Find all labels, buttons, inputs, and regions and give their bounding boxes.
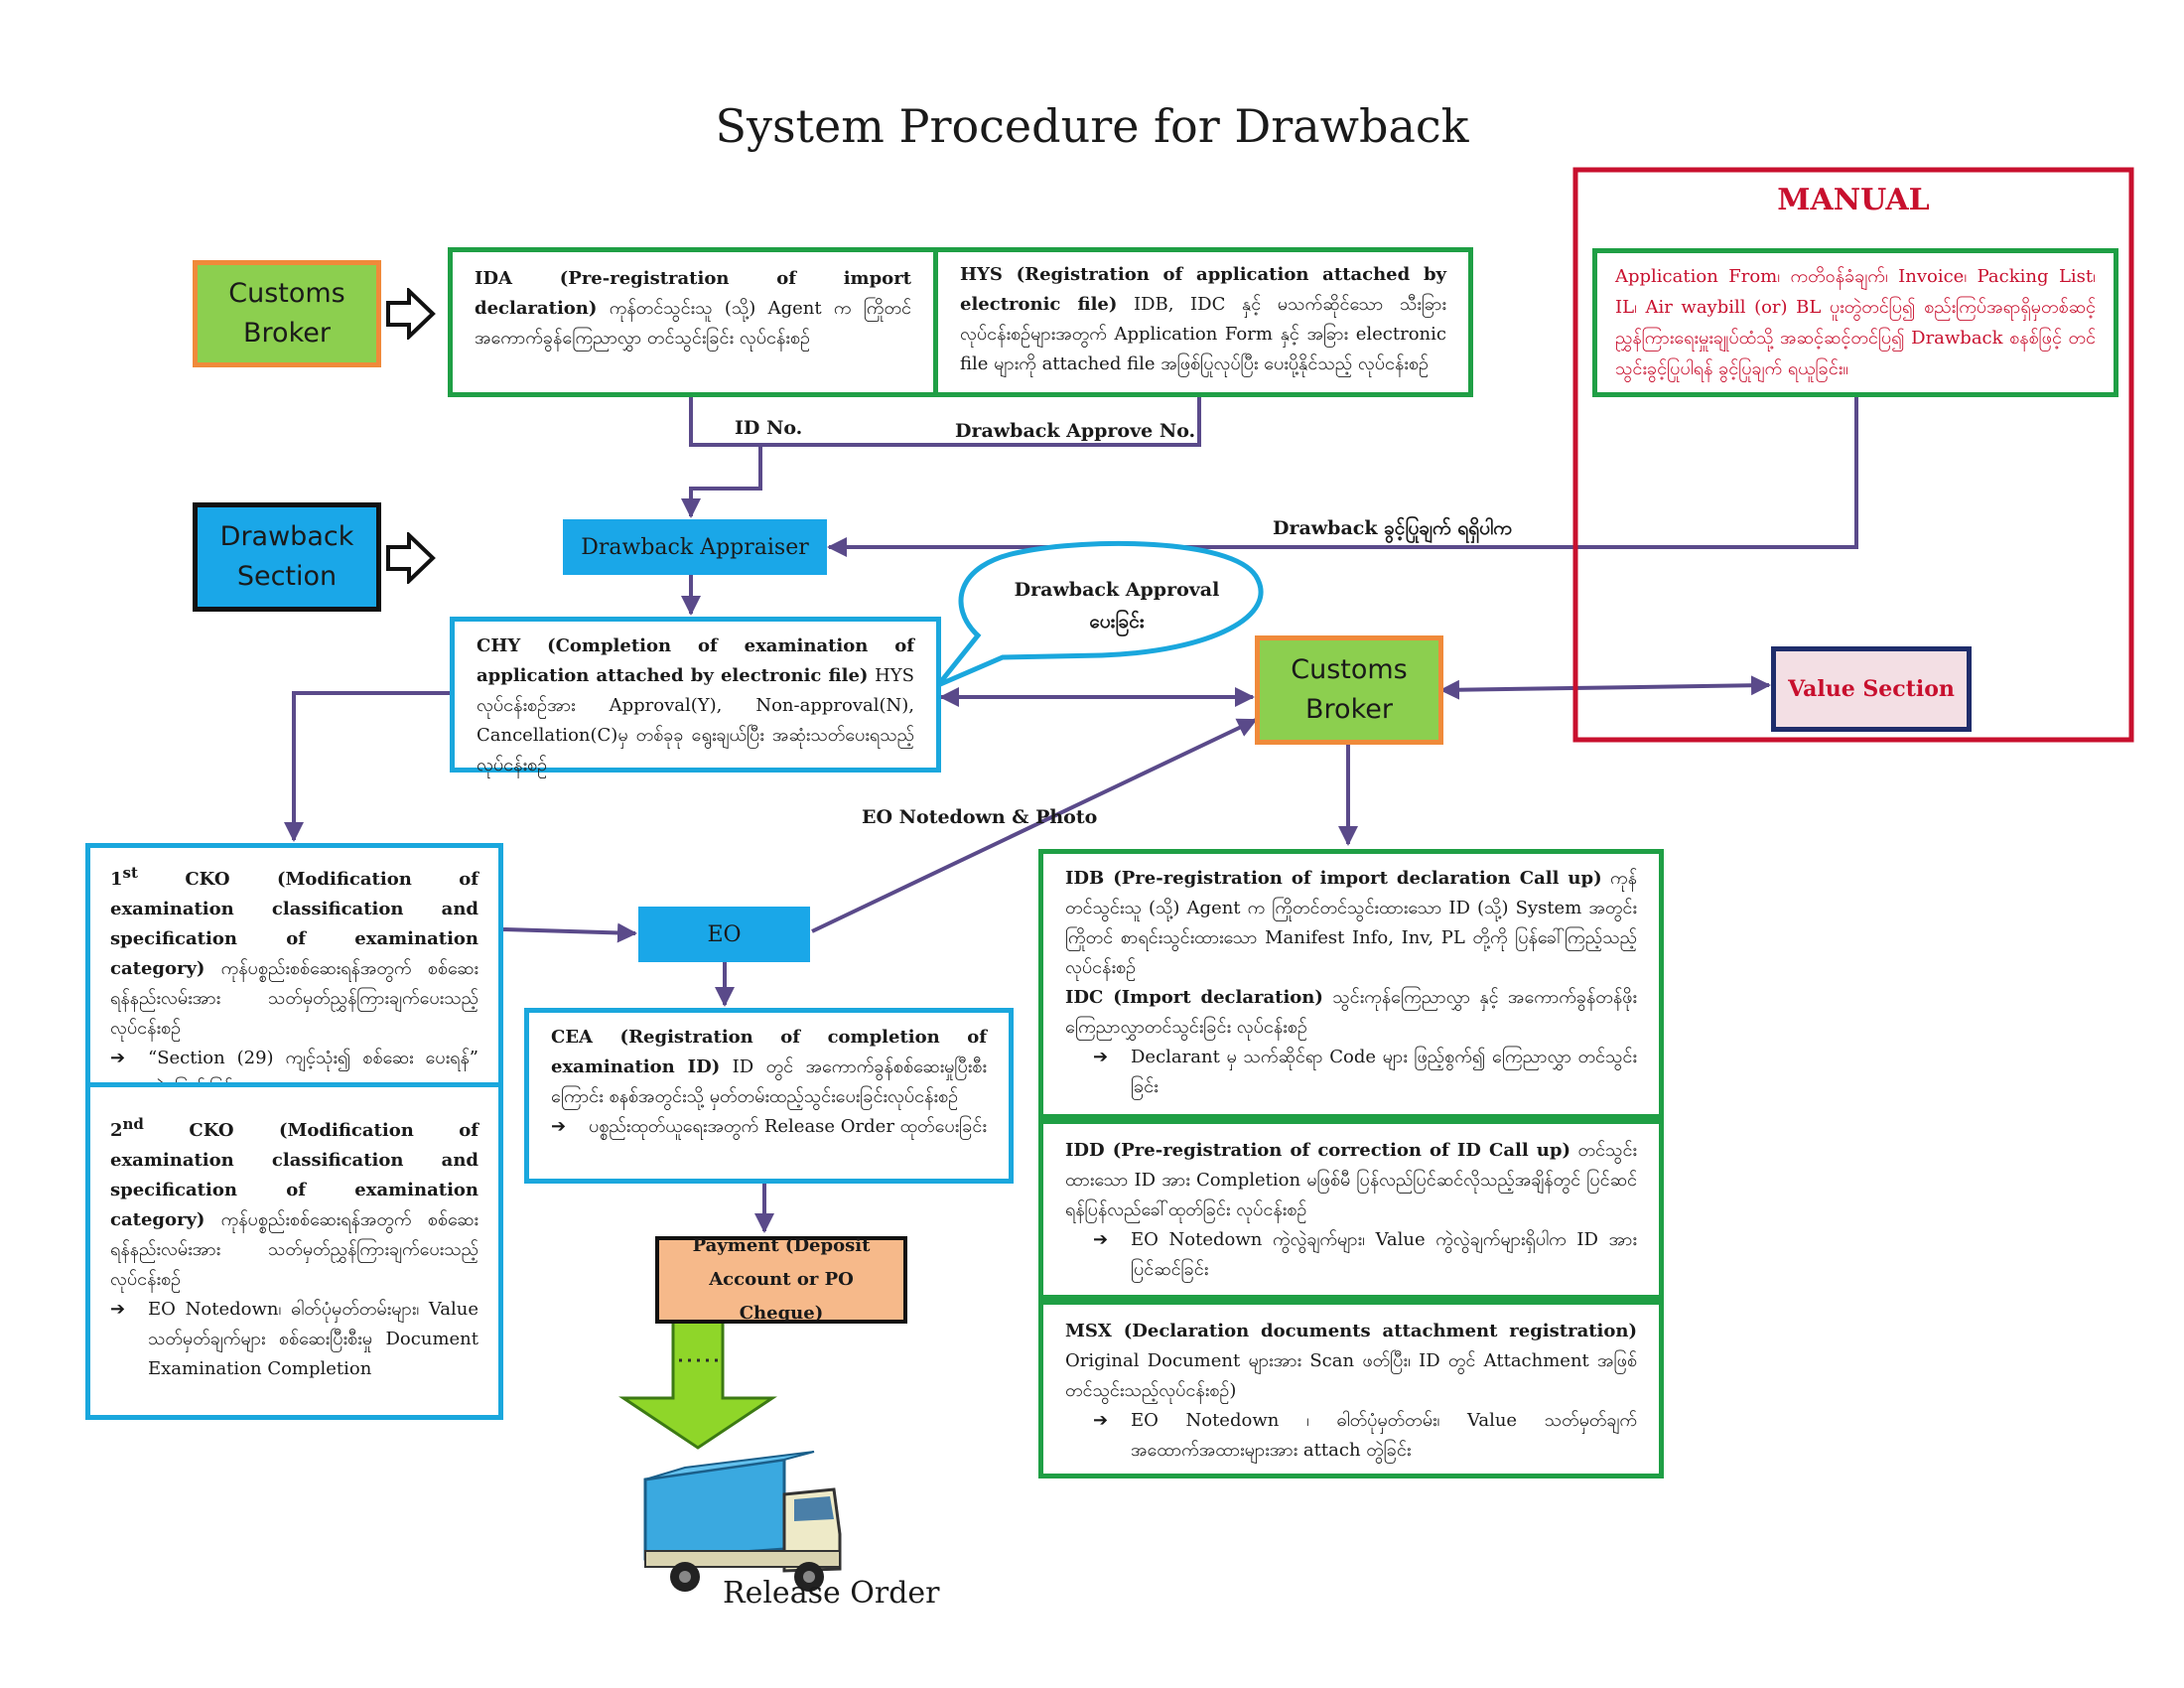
note-text: Declarant မှ သက်ဆိုင်ရာ Code များ ဖြည့်စ… <box>1131 1047 1637 1097</box>
arrow-bullet-icon: ➔ <box>110 1299 126 1320</box>
arrow-bullet-icon: ➔ <box>1093 1229 1109 1250</box>
connector-hys-down <box>760 392 1201 447</box>
step-description: တင်သွင်းထားသော ID အား Completion မဖြစ်မီ… <box>1065 1140 1637 1220</box>
step-heading: 2nd CKO (Modification of examination cla… <box>110 1115 478 1230</box>
download-arrow-icon <box>618 1319 777 1450</box>
manual-frame <box>1572 167 2134 743</box>
permit-received-label: Drawback ခွင့်ပြုချက် ရရှိပါက <box>1273 517 1512 539</box>
step-note: ➔ ပစ္စည်းထုတ်ယူရေးအတွက် Release Order ထု… <box>551 1112 987 1142</box>
step-description: ကုန်ပစ္စည်းစစ်ဆေးရန်အတွက် စစ်ဆေးရန်နည်းလ… <box>110 1209 478 1290</box>
step-note: ➔ Declarant မှ သက်ဆိုင်ရာ Code များ ဖြည့… <box>1065 1043 1637 1102</box>
connector-eo-to-broker <box>811 718 1258 933</box>
delivery-truck-icon <box>643 1451 842 1592</box>
arrow-bullet-icon: ➔ <box>110 1048 126 1068</box>
manual-title: MANUAL <box>1777 183 1930 217</box>
release-order-caption: Release Order <box>723 1576 940 1611</box>
approval-speech-bubble <box>936 540 1264 688</box>
note-text: EO Notedown ကွဲလွဲချက်များ၊ Value ကွဲလွဲ… <box>1131 1229 1637 1280</box>
hys-box: HYS (Registration of application attache… <box>933 247 1473 397</box>
manual-instructions: Application From၊ ကတိဝန်ခံချက်၊ Invoice၊… <box>1592 248 2118 397</box>
drawback-section: Drawback Section <box>193 502 381 612</box>
idd-box: IDD (Pre-registration of correction of I… <box>1038 1119 1664 1300</box>
msx-box: MSX (Declaration documents attachment re… <box>1038 1300 1664 1478</box>
step-heading: MSX (Declaration documents attachment re… <box>1065 1321 1637 1341</box>
value-section-box: Value Section <box>1771 646 1972 732</box>
idc-line: IDC (Import declaration) သွင်းကုန်ကြေညာလ… <box>1065 983 1637 1043</box>
step-note: ➔ EO Notedown၊ ဓါတ်ပုံမှတ်တမ်းများ၊ Valu… <box>110 1295 478 1384</box>
step-heading: 1st CKO (Modification of examination cla… <box>110 864 478 979</box>
step-note: ➔ EO Notedown ၊ ဓါတ်ပုံမှတ်တမ်း၊ Value သ… <box>1065 1406 1637 1466</box>
bubble-line-1: Drawback Approval <box>1014 579 1220 601</box>
actor-line-1: Customs <box>1291 654 1408 685</box>
step-description: ကုန်တင်သွင်းသူ (သို့) Agent က ကြိုတင်အကေ… <box>475 298 911 349</box>
ida-box: IDA (Pre-registration of import declarat… <box>448 247 938 397</box>
eo-notedown-label: EO Notedown & Photo <box>862 806 1098 828</box>
actor-line-2: Broker <box>1305 694 1393 725</box>
chy-box: CHY (Completion of examination of applic… <box>450 617 941 775</box>
idc-heading: IDC (Import declaration) <box>1065 987 1323 1008</box>
connector-cko1-to-eo <box>501 922 637 943</box>
step-description: ကုန်ပစ္စည်းစစ်ဆေးရန်အတွက် စစ်ဆေးရန်နည်းလ… <box>110 958 478 1039</box>
heading-text: CKO (Modification of examination classif… <box>110 1120 478 1230</box>
heading-text: CKO (Modification of examination classif… <box>110 869 478 979</box>
step-heading: CEA (Registration of completion of exami… <box>551 1027 987 1077</box>
idb-idc-box: IDB (Pre-registration of import declarat… <box>1038 849 1664 1119</box>
note-text: EO Notedown၊ ဓါတ်ပုံမှတ်တမ်းများ၊ Value … <box>148 1299 478 1379</box>
cea-box: CEA (Registration of completion of exami… <box>524 1008 1014 1184</box>
step-heading: IDA (Pre-registration of import declarat… <box>475 268 911 319</box>
step-description: Original Document များအား Scan ဖတ်ပြီး၊ … <box>1065 1350 1637 1401</box>
step-description: IDB, IDC နှင့် မသက်ဆိုင်သော သီးခြားလုပ်င… <box>960 294 1446 374</box>
arrow-bullet-icon: ➔ <box>551 1116 567 1137</box>
page-title: System Procedure for Drawback <box>715 99 1469 153</box>
actor-line-1: Customs <box>228 278 345 309</box>
connector-broker-value <box>1439 675 1771 700</box>
right-arrow-icon <box>386 288 436 340</box>
note-text: ပစ္စည်းထုတ်ယူရေးအတွက် Release Order ထုတ်… <box>589 1116 987 1137</box>
arrow-bullet-icon: ➔ <box>1093 1410 1109 1431</box>
approve-number-label: Drawback Approve No. <box>955 420 1196 442</box>
step-description: HYS လုပ်ငန်းစဉ်အား Approval(Y), Non-appr… <box>477 665 914 775</box>
arrow-bullet-icon: ➔ <box>1093 1047 1109 1067</box>
ordinal-suffix: st <box>122 864 138 882</box>
bubble-line-2: ပေးခြင်း <box>1089 611 1145 633</box>
connector-chy-to-cko1 <box>284 691 453 842</box>
actor-line-1: Drawback <box>219 521 354 552</box>
drawback-appraiser-box: Drawback Appraiser <box>563 519 827 575</box>
idc-description: သွင်းကုန်ကြေညာလွှာ နှင့် အကောက်ခွန်တန်ဖိ… <box>1065 987 1637 1038</box>
actor-line-2: Section <box>236 561 338 592</box>
payment-box: Payment (Deposit Account or PO Cheque) <box>655 1235 907 1324</box>
step-heading: CHY (Completion of examination of applic… <box>477 635 914 686</box>
note-text: EO Notedown ၊ ဓါတ်ပုံမှတ်တမ်း၊ Value သတ်… <box>1131 1410 1637 1461</box>
step-heading: IDB (Pre-registration of import declarat… <box>1065 868 1602 889</box>
connector-ida-down <box>681 392 762 518</box>
cko-first-box: 1st CKO (Modification of examination cla… <box>85 843 503 1098</box>
step-note: ➔ EO Notedown ကွဲလွဲချက်များ၊ Value ကွဲလ… <box>1065 1225 1637 1285</box>
step-description: ID တွင် အကောက်ခွန်စစ်ဆေးမှုပြီးစီးကြောင်… <box>551 1056 987 1107</box>
cko-second-box: 2nd CKO (Modification of examination cla… <box>85 1082 503 1420</box>
approval-bubble-text: Drawback Approval ပေးခြင်း <box>968 574 1266 637</box>
eo-box: EO <box>638 907 810 962</box>
customs-broker-middle: Customs Broker <box>1255 635 1443 745</box>
right-arrow-icon <box>386 532 436 584</box>
step-heading: HYS (Registration of application attache… <box>960 264 1446 315</box>
step-description: ကုန်တင်သွင်းသူ (သို့) Agent က ကြိုတင်တင်… <box>1065 868 1637 978</box>
step-heading: IDD (Pre-registration of correction of I… <box>1065 1140 1570 1161</box>
customs-broker-top: Customs Broker <box>193 260 381 367</box>
actor-line-2: Broker <box>243 318 331 349</box>
id-number-label: ID No. <box>735 417 803 439</box>
ordinal-suffix: nd <box>122 1115 144 1133</box>
